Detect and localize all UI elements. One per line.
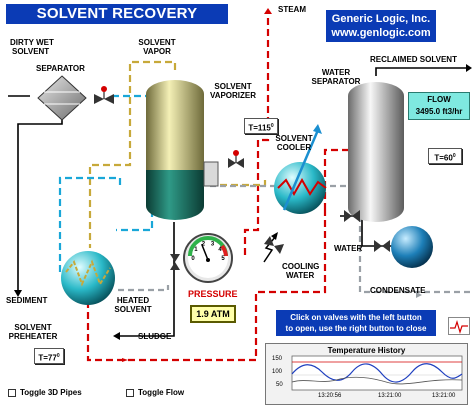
- label-vaporizer-1: SOLVENT: [214, 82, 252, 91]
- label-heated-1: HEATED: [116, 296, 150, 305]
- instructions-line-2: to open, use the right button to close: [285, 324, 427, 333]
- valve-steam[interactable]: [228, 150, 244, 168]
- label-water: WATER: [334, 244, 363, 253]
- pressure-gauge: [183, 233, 233, 283]
- sediment-pipe: [17, 118, 63, 290]
- label-dirty-wet: DIRTY WET: [10, 38, 54, 47]
- heartbeat-logo-icon: [448, 317, 470, 335]
- separator-unit: [37, 75, 87, 121]
- sludge-arrow-icon: [113, 332, 120, 340]
- flow-value: 3495.0 ft3/hr: [415, 107, 463, 116]
- solvent-preheater-sphere: [61, 251, 115, 305]
- label-dirty-solvent: SOLVENT: [12, 47, 50, 56]
- red-flow-arrow-icon: [122, 358, 128, 362]
- preheater-loop: [58, 176, 122, 272]
- temperature-history-panel: Temperature History 150 100 50 13:20:56 …: [265, 343, 468, 405]
- valve-cooling-water[interactable]: [264, 236, 284, 254]
- toggle-flow[interactable]: Toggle Flow: [126, 388, 184, 397]
- label-solvent-vapor-1: SOLVENT: [138, 38, 176, 47]
- valve-water-outlet[interactable]: [374, 240, 390, 252]
- history-x-tick-1: 13:21:00: [378, 393, 402, 399]
- preheater-temp-readout: T=770: [34, 348, 64, 364]
- label-solvent-vapor-2: VAPOR: [143, 47, 171, 56]
- label-solvent-cooler-1: SOLVENT: [275, 134, 313, 143]
- diagram-title: SOLVENT RECOVERY SYSTEM: [6, 4, 228, 42]
- water-sep-temp-readout: T=600: [428, 148, 462, 164]
- toggle-flow-label: Toggle Flow: [138, 388, 185, 397]
- label-cooling-1: COOLING: [282, 262, 320, 271]
- label-preheater-2: PREHEATER: [8, 332, 58, 341]
- history-plot: [291, 355, 463, 391]
- label-water-separator-2: SEPARATOR: [311, 77, 361, 86]
- label-steam: STEAM: [278, 5, 306, 14]
- history-title: Temperature History: [327, 346, 406, 355]
- steam-pipe: [243, 18, 270, 258]
- label-sludge: SLUDGE: [138, 332, 172, 341]
- flow-readout: FLOW 3495.0 ft3/hr: [408, 92, 470, 120]
- solvent-cooler-sphere: [274, 124, 327, 214]
- vaporizer-temp-readout: T=1150: [244, 118, 278, 134]
- gauge-tick-label: 3: [211, 242, 215, 248]
- flow-label: FLOW: [427, 95, 451, 104]
- toggle-3d-pipes[interactable]: Toggle 3D Pipes: [8, 388, 82, 397]
- reclaimed-arrow-icon: [466, 64, 472, 72]
- pressure-readout: 1.9 ATM: [190, 305, 236, 323]
- heated-solvent-red-pipe: [86, 210, 327, 362]
- valve-water[interactable]: [344, 210, 360, 222]
- gauge-needle: [201, 243, 209, 261]
- history-y-tick-1: 100: [272, 369, 283, 375]
- label-preheater-1: SOLVENT: [14, 323, 52, 332]
- sediment-arrow-icon: [14, 290, 22, 297]
- valve-instructions: Click on valves with the left button to …: [276, 310, 436, 336]
- toggle-3d-label: Toggle 3D Pipes: [20, 388, 82, 397]
- instructions-line-1: Click on valves with the left button: [290, 313, 422, 322]
- heated-solvent-grey: [118, 285, 170, 292]
- toggle-flow-checkbox-icon[interactable]: [126, 388, 134, 397]
- history-y-tick-2: 50: [276, 382, 283, 388]
- steam-arrow-icon: [264, 8, 272, 14]
- company-url: www.genlogic.com: [331, 27, 431, 39]
- label-water-separator-1: WATER: [321, 68, 351, 77]
- label-reclaimed-solvent: RECLAIMED SOLVENT: [370, 55, 457, 64]
- label-sediment: SEDIMENT: [6, 296, 48, 305]
- gauge-tick-label: 4: [218, 247, 222, 253]
- sludge-pipe: [120, 222, 175, 337]
- water-drain-sphere: [391, 226, 433, 268]
- label-pressure: PRESSURE: [188, 289, 238, 299]
- reclaimed-solvent-pipe: [375, 67, 466, 76]
- gauge-tick-label: 0: [191, 256, 195, 262]
- label-condensate: CONDENSATE: [370, 286, 426, 295]
- label-cooling-2: WATER: [286, 271, 315, 280]
- gauge-tick-label: 2: [202, 242, 206, 248]
- label-solvent-cooler-2: COOLER: [276, 143, 312, 152]
- separator-to-preheater: [112, 94, 154, 232]
- solvent-vaporizer-vessel: [146, 80, 219, 220]
- vapor-to-cooler: [220, 180, 267, 187]
- toggle-3d-checkbox-icon[interactable]: [8, 388, 16, 397]
- water-separator-vessel: [348, 82, 404, 222]
- gauge-tick-label: 1: [194, 247, 198, 253]
- history-y-tick-0: 150: [272, 356, 283, 362]
- valve-sludge[interactable]: [170, 254, 180, 270]
- label-separator: SEPARATOR: [36, 64, 85, 73]
- label-vaporizer-2: VAPORIZER: [209, 91, 257, 100]
- gauge-tick-label: 5: [221, 256, 225, 262]
- history-x-tick-0: 13:20:56: [318, 393, 342, 399]
- condensate-arrow-icon: [416, 292, 422, 298]
- valve-separator[interactable]: [94, 86, 114, 104]
- label-heated-2: SOLVENT: [114, 305, 152, 314]
- company-name: Generic Logic, Inc.: [331, 13, 431, 25]
- history-x-tick-2: 13:21:00: [432, 393, 456, 399]
- company-banner: Generic Logic, Inc. www.genlogic.com: [326, 10, 436, 42]
